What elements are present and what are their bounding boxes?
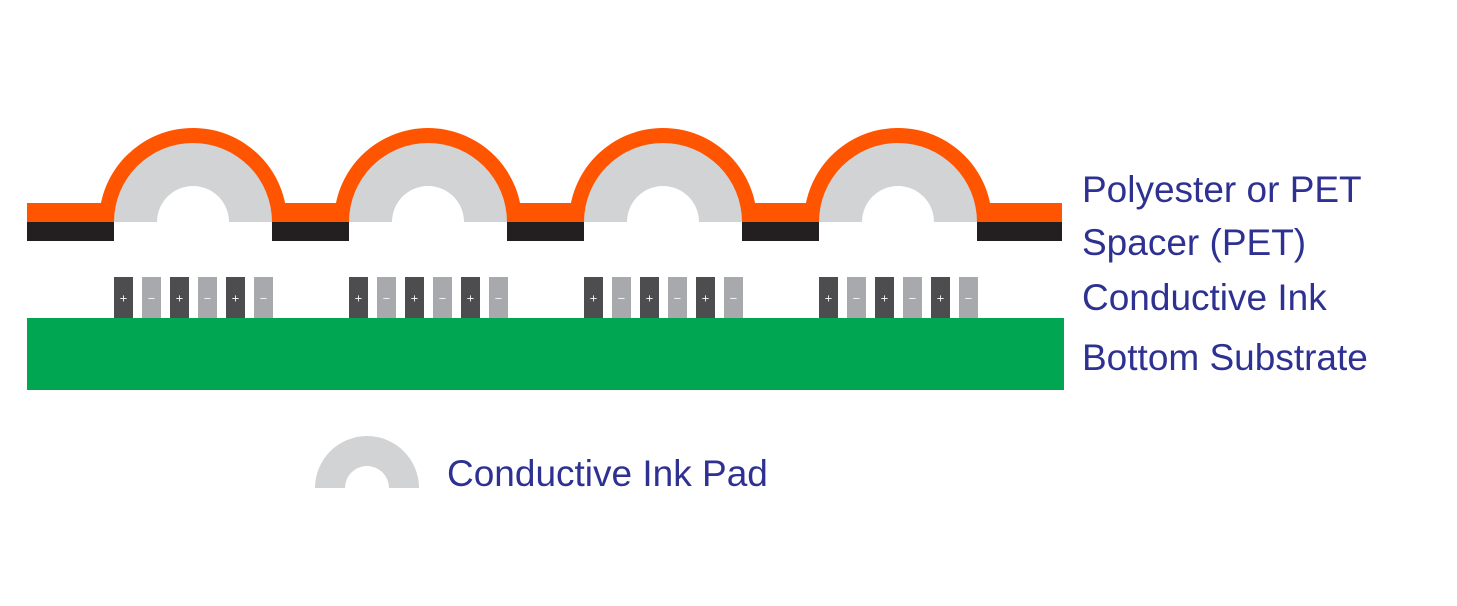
electrode-negative [142, 277, 161, 318]
spacer-segment [742, 222, 819, 241]
bottom-substrate [27, 318, 1064, 390]
polyester-flat-segment [27, 203, 105, 222]
electrode-positive-symbol: + [645, 294, 653, 305]
dome-group [27, 128, 1062, 222]
legend-pad-cavity [345, 466, 389, 488]
legend-pad-icon [315, 436, 419, 488]
electrode-negative-symbol: − [259, 294, 267, 305]
electrode-negative [847, 277, 866, 318]
electrode-negative [903, 277, 922, 318]
polyester-flat-segment [281, 203, 340, 222]
conductive-ink-label: Conductive Ink [1082, 277, 1327, 318]
electrode-positive-symbol: + [824, 294, 832, 305]
electrode-negative-symbol: − [494, 294, 502, 305]
polyester-label: Polyester or PET [1082, 169, 1362, 210]
spacer-segment [507, 222, 584, 241]
electrode-negative-symbol: − [729, 294, 737, 305]
electrode-negative-symbol: − [908, 294, 916, 305]
spacer-segment [977, 222, 1062, 241]
electrode-negative-symbol: − [617, 294, 625, 305]
electrode-negative [433, 277, 452, 318]
spacer-group [27, 222, 1062, 241]
polyester-flat-segment [516, 203, 575, 222]
conductive-ink-electrodes: + − + − + − + − + − + − + − + − + − + − + − + − [114, 277, 978, 318]
electrode-positive [640, 277, 659, 318]
electrode-negative-symbol: − [147, 294, 155, 305]
electrode-negative-symbol: − [203, 294, 211, 305]
electrode-positive [349, 277, 368, 318]
polyester-flat-segment [986, 203, 1062, 222]
electrode-positive [696, 277, 715, 318]
conductive-ink-pad-label: Conductive Ink Pad [447, 453, 768, 494]
electrode-positive-symbol: + [231, 294, 239, 305]
electrode-negative [668, 277, 687, 318]
electrode-positive-symbol: + [589, 294, 597, 305]
dome-cavity [392, 186, 464, 222]
bottom-substrate-group [27, 318, 1064, 390]
electrode-positive-symbol: + [466, 294, 474, 305]
spacer-segment [272, 222, 349, 241]
electrode-positive [114, 277, 133, 318]
electrode-positive [875, 277, 894, 318]
electrode-negative-symbol: − [673, 294, 681, 305]
dome-cavity [627, 186, 699, 222]
electrode-negative-symbol: − [964, 294, 972, 305]
electrode-negative [612, 277, 631, 318]
electrode-positive [931, 277, 950, 318]
electrode-positive-symbol: + [410, 294, 418, 305]
electrode-positive [461, 277, 480, 318]
electrode-negative-symbol: − [382, 294, 390, 305]
electrode-positive-symbol: + [880, 294, 888, 305]
electrode-positive [584, 277, 603, 318]
electrode-positive [170, 277, 189, 318]
conductive-ink-pad [819, 143, 977, 222]
legend-group [315, 436, 419, 488]
electrode-positive [226, 277, 245, 318]
electrode-positive-symbol: + [354, 294, 362, 305]
electrode-positive-symbol: + [936, 294, 944, 305]
electrode-negative [377, 277, 396, 318]
electrode-negative-symbol: − [852, 294, 860, 305]
conductive-ink-pad [114, 143, 272, 222]
bottom-substrate-label: Bottom Substrate [1082, 337, 1368, 378]
electrode-negative [959, 277, 978, 318]
electrode-positive-symbol: + [701, 294, 709, 305]
electrode-negative-symbol: − [438, 294, 446, 305]
dome-cavity [862, 186, 934, 222]
spacer-label: Spacer (PET) [1082, 222, 1307, 263]
electrode-positive [405, 277, 424, 318]
electrode-negative [724, 277, 743, 318]
polyester-flat-segment [751, 203, 810, 222]
electrode-positive-symbol: + [119, 294, 127, 305]
electrode-negative [198, 277, 217, 318]
conductive-ink-pad [349, 143, 507, 222]
spacer-segment [27, 222, 114, 241]
electrode-positive [819, 277, 838, 318]
electrode-negative [489, 277, 508, 318]
conductive-ink-pad [584, 143, 742, 222]
dome-cavity [157, 186, 229, 222]
electrode-positive-symbol: + [175, 294, 183, 305]
electrode-negative [254, 277, 273, 318]
